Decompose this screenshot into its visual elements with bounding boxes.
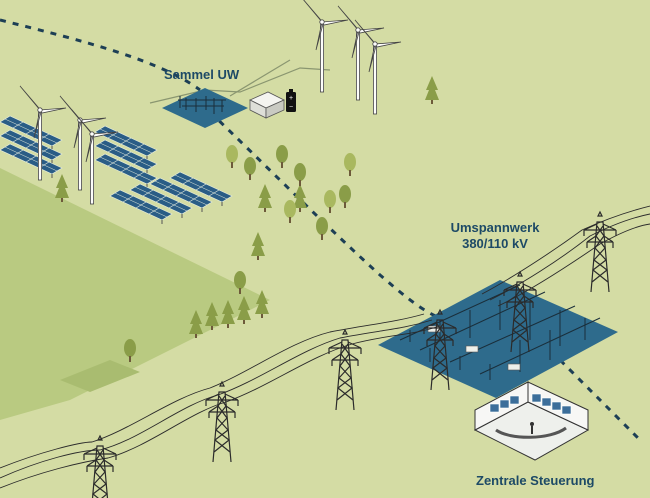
main-substation-voltage: 380/110 kV	[462, 236, 528, 251]
main-substation	[378, 280, 618, 398]
main-substation-title: Umspannwerk	[450, 220, 540, 235]
battery-icon: + −	[286, 89, 296, 112]
collector-substation-label: Sammel UW	[164, 67, 240, 82]
lower-field	[0, 168, 270, 420]
control-center-label: Zentrale Steuerung	[476, 473, 595, 488]
main-substation-label: Umspannwerk 380/110 kV	[440, 220, 550, 252]
container-building-icon	[249, 91, 285, 119]
cable-route-north	[0, 18, 201, 92]
cable-route-south	[208, 110, 441, 320]
svg-text:+: +	[289, 95, 293, 102]
cable-route-east	[558, 358, 642, 442]
svg-text:−: −	[289, 104, 293, 111]
collector-substation	[162, 88, 248, 128]
control-room-icon	[473, 381, 590, 461]
